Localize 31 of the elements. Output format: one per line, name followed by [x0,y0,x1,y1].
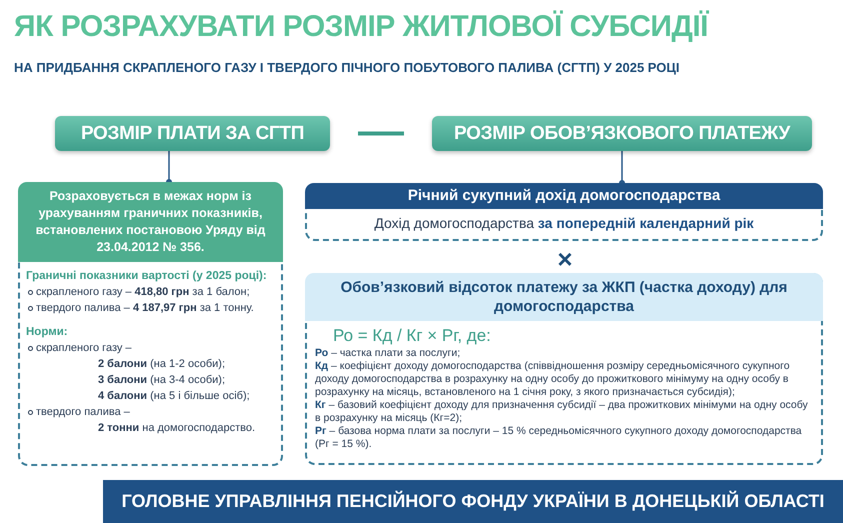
subtitle: НА ПРИДБАННЯ СКРАПЛЕНОГО ГАЗУ І ТВЕРДОГО ПІЧНОГО ПОБУТОВОГО ПАЛИВА (СГТП) У 2025 РОЦІ [14,60,681,75]
body-text: Дохід домогосподарства за попередній календарний рік [373,214,755,233]
connector-line [358,132,404,136]
card-heading: Річний сукупний дохід домогосподарства [305,183,823,209]
connector [166,151,172,185]
formula: Ро = Кд / Кг × Рг, де: [332,325,492,347]
definition-text: Кг – базовий коефіцієнт доходу для призначення субсидії – два прожиткових мінімуми на одну особу в розрахунку на місяць (Кг=2); [314,399,809,425]
list-item: твердого палива – [20,404,281,420]
info-card [18,182,283,466]
info-card [305,183,823,241]
list-item: 2 тонни на домогосподарство. [97,421,256,436]
subheading: Норми: [25,325,69,340]
subheading: Граничні показники вартості (у 2025 році): [25,269,268,284]
list-item: твердого палива – 4 187,97 грн за 1 тонну. [20,300,281,316]
info-card [305,273,823,465]
card-heading: Розраховується в межах норм із урахуванням граничних показників, встановлених постановою Уряду від 23.04.2012 № 356. [18,182,283,262]
definition-text: Ро – частка плати за послуги; [314,347,462,360]
definition-text: Кд – коефіцієнт доходу домогосподарства (співвідношення розміру середньомісячного сукупного доходу домогосподарства в розрахунку на одну особу до прожиткового мінімуму на одну особу в розрахунку на місяць, встановленого на 1 січня року, з якого призначається субсидія); [314,360,791,399]
connector [619,151,625,186]
list-item: 2 балони (на 1-2 особи); [97,357,226,372]
footer-banner: ГОЛОВНЕ УПРАВЛІННЯ ПЕНСІЙНОГО ФОНДУ УКРАЇНИ В ДОНЕЦЬКІЙ ОБЛАСТІ [103,480,843,523]
list-item: 3 балони (на 3-4 особи); [97,373,226,388]
card-heading: Обов’язковий відсоток платежу за ЖКП (частка доходу) для домогосподарства [305,273,823,321]
heading-banner: РОЗМІР ПЛАТИ ЗА СГТП [55,116,330,151]
list-item: скрапленого газу – 418,80 грн за 1 балон; [20,284,281,300]
multiply-sign: × [556,244,574,275]
list-item: 4 балони (на 5 і більше осіб); [97,389,251,404]
title: ЯК РОЗРАХУВАТИ РОЗМІР ЖИТЛОВОЇ СУБСИДІЇ [14,10,710,44]
definition-text: Рг – базова норма плати за послуги – 15 % середньомісячного сукупного доходу домогосподарства (Рг = 15 %). [314,425,803,451]
list-item: скрапленого газу – [20,340,281,356]
heading-banner: РОЗМІР ОБОВ’ЯЗКОВОГО ПЛАТЕЖУ [432,116,812,151]
